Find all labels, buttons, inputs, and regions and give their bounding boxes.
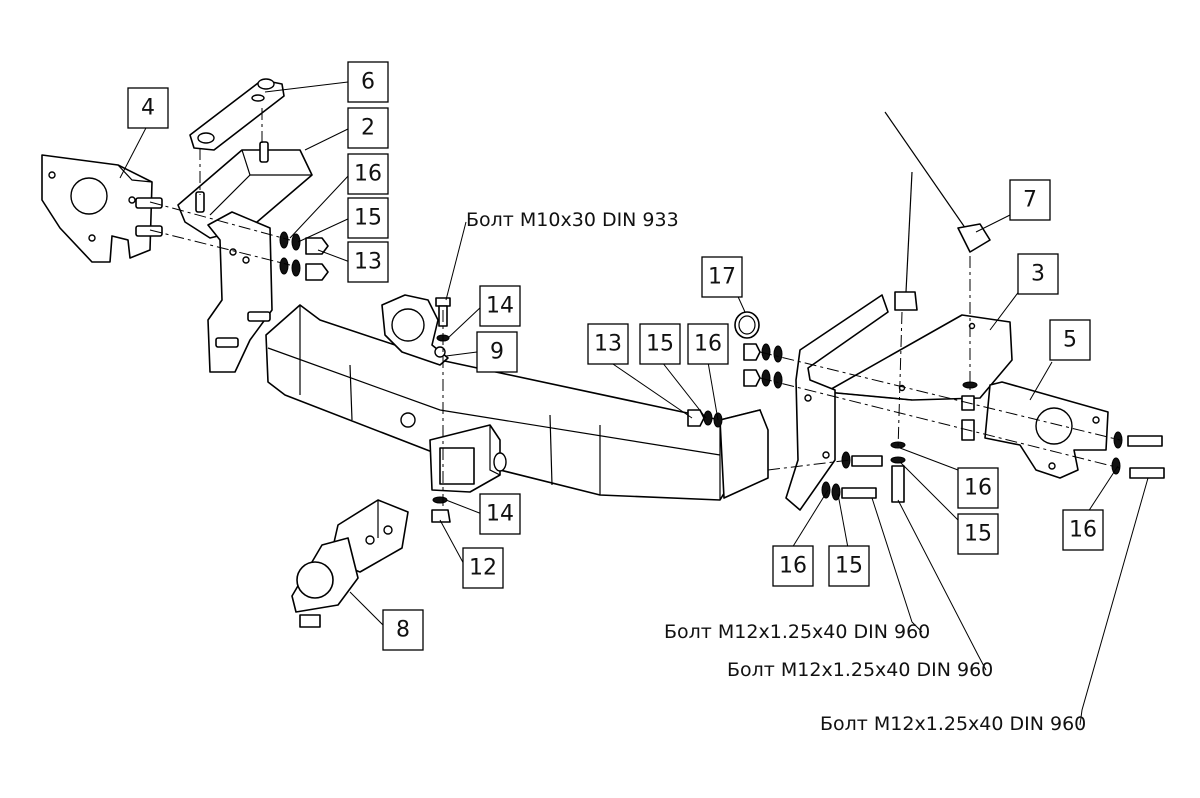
callout-16-mid-label: 16 — [694, 332, 722, 357]
callout-12-label: 12 — [469, 556, 497, 581]
callout-15-right-a-label: 15 — [964, 522, 992, 547]
callout-6-label: 6 — [361, 70, 375, 95]
callout-17: 17 — [701, 256, 743, 298]
callout-4-label: 4 — [141, 96, 155, 121]
part-6-top-plate — [189, 78, 285, 151]
callout-13-left-label: 13 — [354, 250, 382, 275]
callout-16-right-b-label: 16 — [1069, 518, 1097, 543]
callout-15-right-a: 15 — [957, 513, 999, 555]
callout-4: 4 — [127, 87, 169, 129]
right-fasteners — [687, 343, 1165, 503]
callout-17-label: 17 — [708, 265, 736, 290]
callout-2-label: 2 — [361, 116, 375, 141]
note-bolt-m12-b: Болт М12х1.25х40 DIN 960 — [727, 659, 993, 681]
callout-13-mid: 13 — [587, 323, 629, 365]
callout-2: 2 — [347, 107, 389, 149]
callout-15-bottom: 15 — [828, 545, 870, 587]
callout-14-bottom: 14 — [479, 493, 521, 535]
callout-12: 12 — [462, 547, 504, 589]
callout-3: 3 — [1017, 253, 1059, 295]
callout-15-mid-label: 15 — [646, 332, 674, 357]
note-bolt-m12-c: Болт М12х1.25х40 DIN 960 — [820, 713, 1086, 735]
centerlines — [149, 108, 1121, 471]
callout-5-label: 5 — [1063, 328, 1077, 353]
callout-16-right-a: 16 — [957, 467, 999, 509]
left-fasteners — [279, 231, 329, 281]
note-bolt-m12-a: Болт М12х1.25х40 DIN 960 — [664, 621, 930, 643]
part-5-right-side-plate — [961, 381, 1109, 479]
part-17-plug — [734, 311, 760, 339]
callout-16-left: 16 — [347, 153, 389, 195]
part-8-ball-mount — [291, 499, 409, 628]
main-crossbeam — [265, 304, 769, 501]
callout-6: 6 — [347, 61, 389, 103]
vertical-bolt-m10 — [431, 297, 451, 523]
callout-13-left: 13 — [347, 241, 389, 283]
callout-8: 8 — [382, 609, 424, 651]
part-9-socket-bracket — [381, 294, 449, 366]
callout-16-right-b: 16 — [1062, 509, 1104, 551]
part-4-left-side-plate — [41, 154, 163, 263]
callout-9-label: 9 — [490, 340, 504, 365]
note-bolt-m10: Болт М10х30 DIN 933 — [466, 209, 679, 231]
part-3-right-bracket — [785, 294, 1013, 511]
callout-16-right-a-label: 16 — [964, 476, 992, 501]
callout-9: 9 — [476, 331, 518, 373]
part-2-left-bracket — [177, 141, 313, 373]
callout-7-label: 7 — [1023, 188, 1037, 213]
callout-15-left: 15 — [347, 197, 389, 239]
callout-5: 5 — [1049, 319, 1091, 361]
leader-lines — [119, 81, 1149, 726]
callout-14-bottom-label: 14 — [486, 502, 514, 527]
callout-16-left-label: 16 — [354, 162, 382, 187]
callout-15-left-label: 15 — [354, 206, 382, 231]
callout-3-label: 3 — [1031, 262, 1045, 287]
callout-13-mid-label: 13 — [594, 332, 622, 357]
part-7-wire-and-nut — [884, 111, 991, 311]
callout-16-bottom-label: 16 — [779, 554, 807, 579]
callout-7: 7 — [1009, 179, 1051, 221]
callout-14-top-label: 14 — [486, 294, 514, 319]
callout-14-top: 14 — [479, 285, 521, 327]
callout-16-mid: 16 — [687, 323, 729, 365]
callout-16-bottom: 16 — [772, 545, 814, 587]
callout-8-label: 8 — [396, 618, 410, 643]
callout-15-bottom-label: 15 — [835, 554, 863, 579]
callout-15-mid: 15 — [639, 323, 681, 365]
